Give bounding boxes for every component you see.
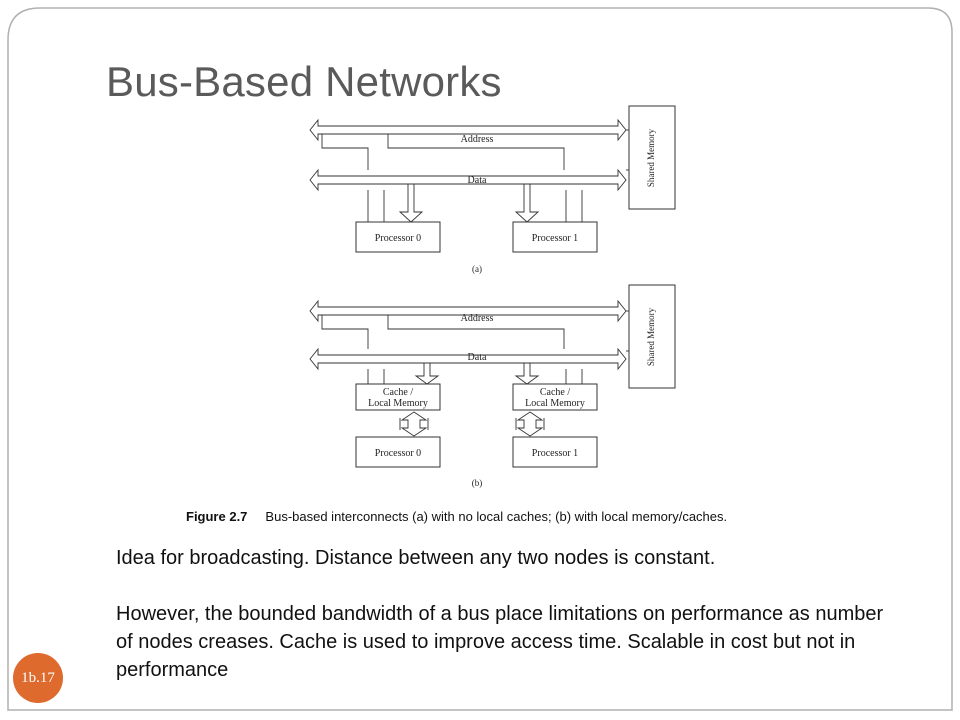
body-text: Idea for broadcasting. Distance between … [116,544,896,684]
cache-0-label-line1: Cache / [383,387,413,398]
bus-diagram: Shared Memory Address Data Processor 0 P… [309,105,676,488]
bus-connectors-a [321,129,629,171]
processor-links-a [367,190,583,222]
processor-1-label-b: Processor 1 [532,448,578,459]
panel-a: Shared Memory Address Data Processor 0 P… [309,105,676,274]
shared-memory-label-a: Shared Memory [646,128,656,187]
bus-connectors-b [321,310,629,352]
processor-0-box-a [355,221,441,253]
cache-1-label-line2: Local Memory [525,398,585,409]
data-bus-label-b: Data [468,352,487,363]
panel-b: Shared Memory Address Data Cache / Local… [309,284,676,488]
data-bus-b [309,347,627,371]
processor-0-box-b [355,436,441,468]
cache-0-box [355,383,441,411]
double-arrow-1 [516,411,544,437]
body-paragraph-2: However, the bounded bandwidth of a bus … [116,603,884,681]
double-arrow-0 [400,411,428,437]
address-bus-label-a: Address [461,134,494,145]
body-paragraph-1: Idea for broadcasting. Distance between … [116,547,716,569]
processor-1-box-b [512,436,598,468]
slide-number-badge: 1b.17 [13,653,63,703]
address-bus-label-b: Address [461,313,494,324]
figure-label: Figure 2.7 [186,509,248,524]
slide-title: Bus-Based Networks [106,58,502,105]
data-bus-label-a: Data [468,175,487,186]
shared-memory-label-b: Shared Memory [646,307,656,366]
processor-1-box-a [512,221,598,253]
cache-links-b [367,369,583,384]
arrow-down-a0 [398,183,424,223]
figure-caption: Figure 2.7 Bus-based interconnects (a) wi… [186,509,727,524]
panel-a-label: (a) [472,264,482,274]
cache-1-label-line1: Cache / [540,387,570,398]
processor-1-label-a: Processor 1 [532,233,578,244]
data-bus-a [309,168,627,192]
figure-caption-text: Bus-based interconnects (a) with no loca… [265,509,728,524]
shared-memory-box-a [628,105,676,210]
cache-0-label-line2: Local Memory [368,398,428,409]
arrow-down-a1 [514,183,540,223]
cache-1-box [512,383,598,411]
panel-b-label: (b) [472,478,483,488]
arrow-down-b0 [414,362,440,385]
shared-memory-box-b [628,284,676,389]
processor-0-label-a: Processor 0 [375,233,421,244]
arrow-down-b1 [514,362,540,385]
processor-0-label-b: Processor 0 [375,448,421,459]
